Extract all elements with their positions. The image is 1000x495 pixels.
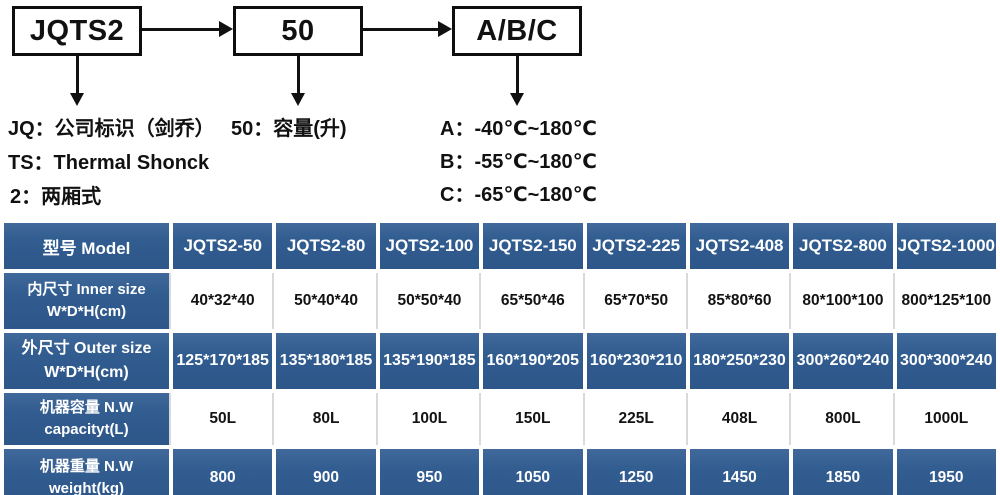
table-cell: 80*100*100 <box>793 273 893 329</box>
row-label-line1: 机器容量 N.W <box>39 398 134 416</box>
row-label-line2: capacityt(L) <box>44 421 129 438</box>
table-cell: 408L <box>689 393 790 445</box>
row-label-line1: 机器重量 N.W <box>39 457 134 475</box>
arrow-down-icon <box>510 56 524 106</box>
table-cell: 50*40*40 <box>276 273 376 329</box>
row-label-line1: 内尺寸 Inner size <box>27 280 146 298</box>
note-thermal-shock: TS：Thermal Shonck <box>8 152 210 174</box>
row-label-line2: W*D*H(cm) <box>46 303 127 320</box>
note-temp-range-c: C：-65℃~180℃ <box>440 184 597 206</box>
row-label: 外尺寸 Outer size W*D*H(cm) <box>4 333 169 389</box>
arrow-right-icon <box>363 21 452 37</box>
table-cell: 300*300*240 <box>896 333 996 389</box>
table-cell: 50L <box>173 393 273 445</box>
table-cell: 135*180*185 <box>276 333 376 389</box>
table-row-capacity: 机器容量 N.W capacityt(L) 50L 80L 100L 150L … <box>4 393 996 445</box>
table-cell: 40*32*40 <box>173 273 273 329</box>
table-cell: 65*50*46 <box>483 273 583 329</box>
row-label-line2: weight(kg) <box>49 480 124 495</box>
model-prefix-label: JQTS2 <box>29 14 125 47</box>
capacity-label: 50 <box>281 14 315 47</box>
table-cell: 65*70*50 <box>586 273 686 329</box>
note-two-zone: 2：两厢式 <box>10 186 102 208</box>
table-row-inner-size: 内尺寸 Inner size W*D*H(cm) 40*32*40 50*40*… <box>4 273 996 329</box>
table-cell: 1050 <box>483 449 583 495</box>
table-header-cell: JQTS2-100 <box>379 223 480 269</box>
spec-table: 型号 Model JQTS2-50 JQTS2-80 JQTS2-100 JQT… <box>0 219 1000 495</box>
table-cell: 85*80*60 <box>689 273 790 329</box>
table-row-outer-size: 外尺寸 Outer size W*D*H(cm) 125*170*185 135… <box>4 333 996 389</box>
table-cell: 150L <box>483 393 583 445</box>
table-header-cell: JQTS2-150 <box>483 223 583 269</box>
table-cell: 1950 <box>896 449 996 495</box>
table-cell: 1450 <box>689 449 790 495</box>
row-label: 机器重量 N.W weight(kg) <box>4 449 169 495</box>
model-prefix-box: JQTS2 <box>12 6 142 56</box>
table-header-cell: JQTS2-80 <box>276 223 376 269</box>
table-cell: 80L <box>276 393 376 445</box>
table-header-cell: JQTS2-225 <box>586 223 686 269</box>
table-cell: 1250 <box>586 449 686 495</box>
note-capacity: 50：容量(升) <box>231 118 347 140</box>
table-header-cell: JQTS2-1000 <box>896 223 996 269</box>
table-cell: 160*230*210 <box>586 333 686 389</box>
temp-grade-box: A/B/C <box>452 6 582 56</box>
table-header-cell: 型号 Model <box>4 223 169 269</box>
row-label-line1: 外尺寸 Outer size <box>21 340 152 357</box>
table-cell: 800 <box>173 449 273 495</box>
arrow-down-icon <box>291 56 305 106</box>
table-header-cell: JQTS2-50 <box>173 223 273 269</box>
note-company-id: JQ：公司标识（剑乔） <box>8 118 215 140</box>
model-naming-diagram: JQTS2 50 A/B/C JQ：公司标识（剑乔） 50：容量(升) A：-4… <box>0 0 1000 218</box>
arrow-down-icon <box>70 56 84 106</box>
table-header-row: 型号 Model JQTS2-50 JQTS2-80 JQTS2-100 JQT… <box>4 223 996 269</box>
row-label-line2: W*D*H(cm) <box>44 364 129 381</box>
note-temp-range-a: A：-40℃~180℃ <box>440 118 597 140</box>
arrow-right-icon <box>142 21 233 37</box>
table-cell: 160*190*205 <box>483 333 583 389</box>
table-cell: 800L <box>793 393 893 445</box>
table-cell: 125*170*185 <box>173 333 273 389</box>
table-cell: 225L <box>586 393 686 445</box>
table-cell: 50*50*40 <box>379 273 480 329</box>
capacity-box: 50 <box>233 6 363 56</box>
table-header-cell: JQTS2-408 <box>689 223 790 269</box>
temp-grade-label: A/B/C <box>476 14 558 47</box>
row-label: 机器容量 N.W capacityt(L) <box>4 393 169 445</box>
table-cell: 135*190*185 <box>379 333 480 389</box>
table-cell: 1850 <box>793 449 893 495</box>
table-cell: 100L <box>379 393 480 445</box>
table-cell: 1000L <box>896 393 996 445</box>
table-row-weight: 机器重量 N.W weight(kg) 800 900 950 1050 125… <box>4 449 996 495</box>
table-cell: 800*125*100 <box>896 273 996 329</box>
table-cell: 300*260*240 <box>793 333 893 389</box>
table-cell: 180*250*230 <box>689 333 790 389</box>
table-cell: 900 <box>276 449 376 495</box>
note-temp-range-b: B：-55℃~180℃ <box>440 151 597 173</box>
table-header-cell: JQTS2-800 <box>793 223 893 269</box>
row-label: 内尺寸 Inner size W*D*H(cm) <box>4 273 169 329</box>
table-cell: 950 <box>379 449 480 495</box>
